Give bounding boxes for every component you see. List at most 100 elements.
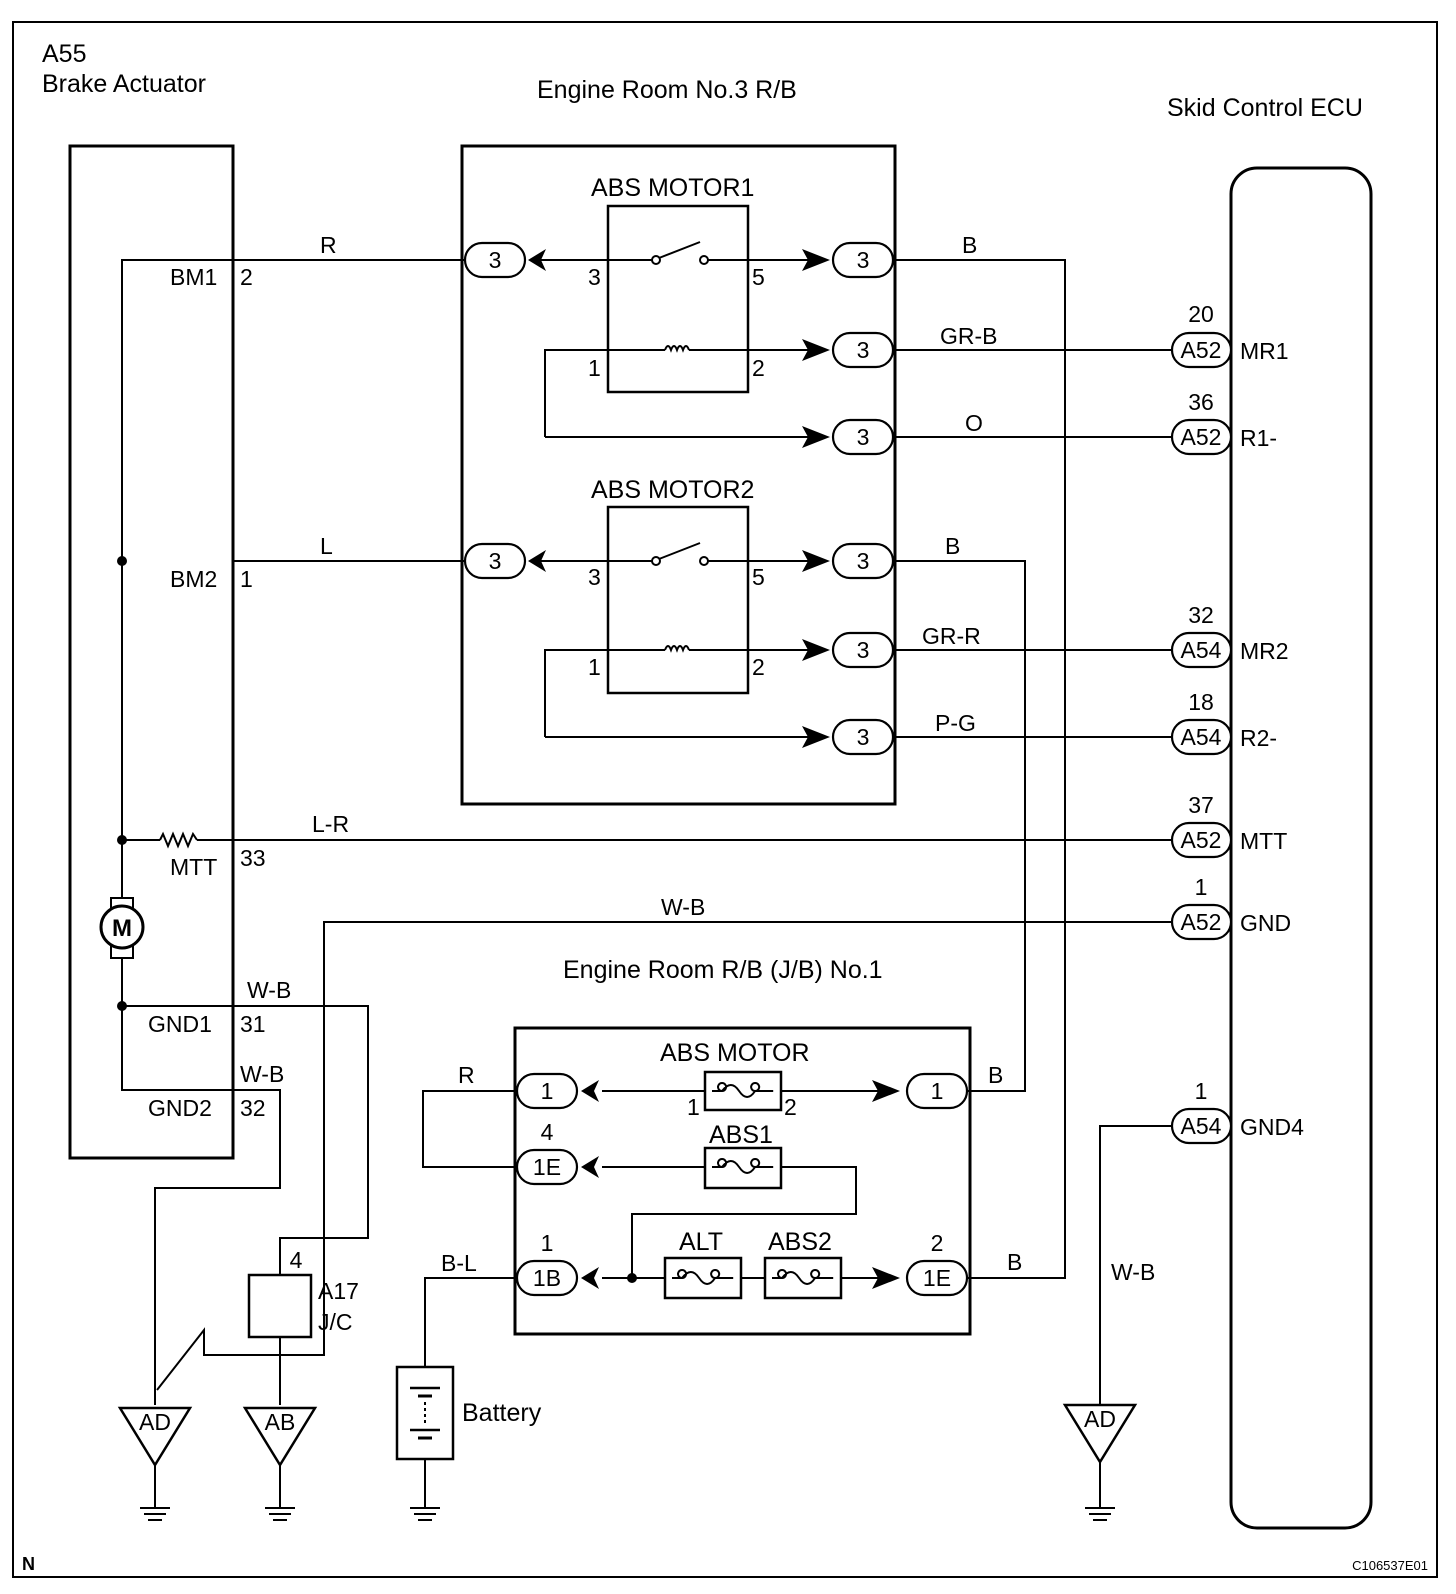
battery-icon — [395, 1365, 455, 1461]
svg-text:1: 1 — [1195, 1078, 1208, 1104]
ecu-pin-r2: 18 A54 R2- — [1170, 689, 1277, 756]
svg-text:AD: AD — [1084, 1406, 1116, 1432]
wire-color-label: W-B — [247, 977, 291, 1003]
relay-pin: 2 — [752, 355, 765, 381]
relay-pin: 2 — [752, 654, 765, 680]
pin-label-gnd2: GND2 — [148, 1095, 212, 1121]
wire-bl — [424, 1277, 515, 1367]
actuator-internal-wire — [121, 259, 233, 1091]
relay-pin: 1 — [588, 654, 601, 680]
wire-color-label: W-B — [661, 894, 705, 920]
svg-text:1: 1 — [541, 1230, 554, 1256]
pin-number-mtt: 33 — [240, 845, 266, 871]
ecu-pin-mr1: 20 A52 MR1 — [1170, 301, 1289, 369]
jc-label: J/C — [318, 1309, 353, 1335]
relay-coil-wire — [544, 649, 665, 737]
switch-blade — [658, 241, 701, 259]
svg-text:GND: GND — [1240, 910, 1291, 936]
ecu-pin-r1: 36 A52 R1- — [1170, 389, 1277, 456]
footer-right: C106537E01 — [1352, 1558, 1428, 1573]
svg-text:37: 37 — [1188, 792, 1214, 818]
relay-pin: 3 — [588, 564, 601, 590]
wire-color-label: GR-B — [940, 323, 998, 349]
svg-text:MR1: MR1 — [1240, 338, 1289, 364]
svg-text:1: 1 — [931, 1078, 944, 1104]
svg-text:GND4: GND4 — [1240, 1114, 1304, 1140]
wire-color-label: B — [945, 533, 960, 559]
svg-text:2: 2 — [931, 1230, 944, 1256]
relay-pin: 5 — [752, 564, 765, 590]
mtt-resistor-symbol — [159, 831, 198, 849]
wire-color-label: W-B — [1111, 1259, 1155, 1285]
fuse-element-icon — [772, 1269, 834, 1285]
ecu-pin-gnd: 1 A52 GND — [1170, 874, 1291, 941]
actuator-title: Brake Actuator — [42, 70, 206, 98]
rb3-connector-right: 3 — [802, 418, 895, 456]
jc-pin: 4 — [290, 1247, 303, 1273]
wire-color-label: B-L — [441, 1250, 477, 1276]
junction-dot — [627, 1273, 637, 1283]
svg-text:3: 3 — [489, 548, 502, 574]
fuse-element-icon — [672, 1269, 734, 1285]
switch-contact — [699, 556, 709, 566]
motor-symbol: M — [112, 915, 132, 942]
rb3-connector-left-2: 3 — [463, 542, 546, 580]
wire-color-label: W-B — [240, 1061, 284, 1087]
fuse-pin: 1 — [687, 1094, 700, 1120]
rb1-title: Engine Room R/B (J/B) No.1 — [563, 956, 883, 984]
rb1-connector-1-right: 1 — [872, 1072, 969, 1110]
svg-text:18: 18 — [1188, 689, 1214, 715]
motor-icon — [99, 904, 145, 950]
switch-blade — [658, 542, 701, 560]
wire-color-label: R — [458, 1062, 475, 1088]
svg-text:3: 3 — [857, 548, 870, 574]
rb3-connector-right: 3 — [802, 331, 895, 369]
switch-contact — [651, 255, 661, 265]
ecu-box — [1229, 166, 1373, 1530]
wire-color-label: P-G — [935, 710, 976, 736]
junction-dot — [117, 835, 127, 845]
wire-color-label: GR-R — [922, 623, 981, 649]
pin-number-gnd2: 32 — [240, 1095, 266, 1121]
svg-text:R1-: R1- — [1240, 425, 1277, 451]
relay-motor1-box — [606, 204, 750, 394]
fuse-element-icon — [712, 1082, 774, 1098]
svg-text:AB: AB — [265, 1409, 296, 1435]
rb3-title: Engine Room No.3 R/B — [537, 76, 797, 104]
svg-text:4: 4 — [541, 1119, 554, 1145]
relay-pin: 5 — [752, 264, 765, 290]
svg-text:32: 32 — [1188, 602, 1214, 628]
rb1-box — [513, 1026, 972, 1336]
pin-label-mtt: MTT — [170, 854, 217, 880]
rb3-connector-right: 3 — [802, 241, 895, 279]
rb3-connector-right: 3 — [802, 718, 895, 756]
svg-text:1E: 1E — [923, 1265, 951, 1291]
wire-color-label: L-R — [312, 811, 349, 837]
pin-label-gnd1: GND1 — [148, 1011, 212, 1037]
footer-left: N — [22, 1554, 35, 1574]
svg-text:A52: A52 — [1181, 337, 1222, 363]
jc-a17-box — [247, 1273, 313, 1339]
ground-point-ad-left: AD — [117, 1406, 193, 1521]
wire-color-label: R — [320, 232, 337, 258]
ecu-pin-gnd4: 1 A54 GND4 — [1170, 1078, 1304, 1145]
fuse-pin: 2 — [784, 1094, 797, 1120]
svg-text:3: 3 — [857, 724, 870, 750]
ground-point-ad-right: AD — [1062, 1403, 1138, 1521]
relay-motor2-box — [606, 505, 750, 695]
svg-text:36: 36 — [1188, 389, 1214, 415]
wire-wb-gnd1 — [233, 1005, 369, 1275]
wire-b-mid — [893, 560, 1026, 1092]
wire-wb-gnd — [156, 921, 1172, 1391]
fuse-element-icon — [712, 1158, 774, 1174]
svg-text:A54: A54 — [1181, 1113, 1222, 1139]
svg-text:MR2: MR2 — [1240, 638, 1289, 664]
fuse-abs-motor-label: ABS MOTOR — [660, 1039, 810, 1067]
wire-color-label: L — [320, 533, 333, 559]
svg-text:1B: 1B — [533, 1265, 561, 1291]
pin-number-bm1: 2 — [240, 264, 253, 290]
svg-text:A54: A54 — [1181, 724, 1222, 750]
svg-text:3: 3 — [489, 247, 502, 273]
relay-coil-symbol — [664, 645, 690, 653]
